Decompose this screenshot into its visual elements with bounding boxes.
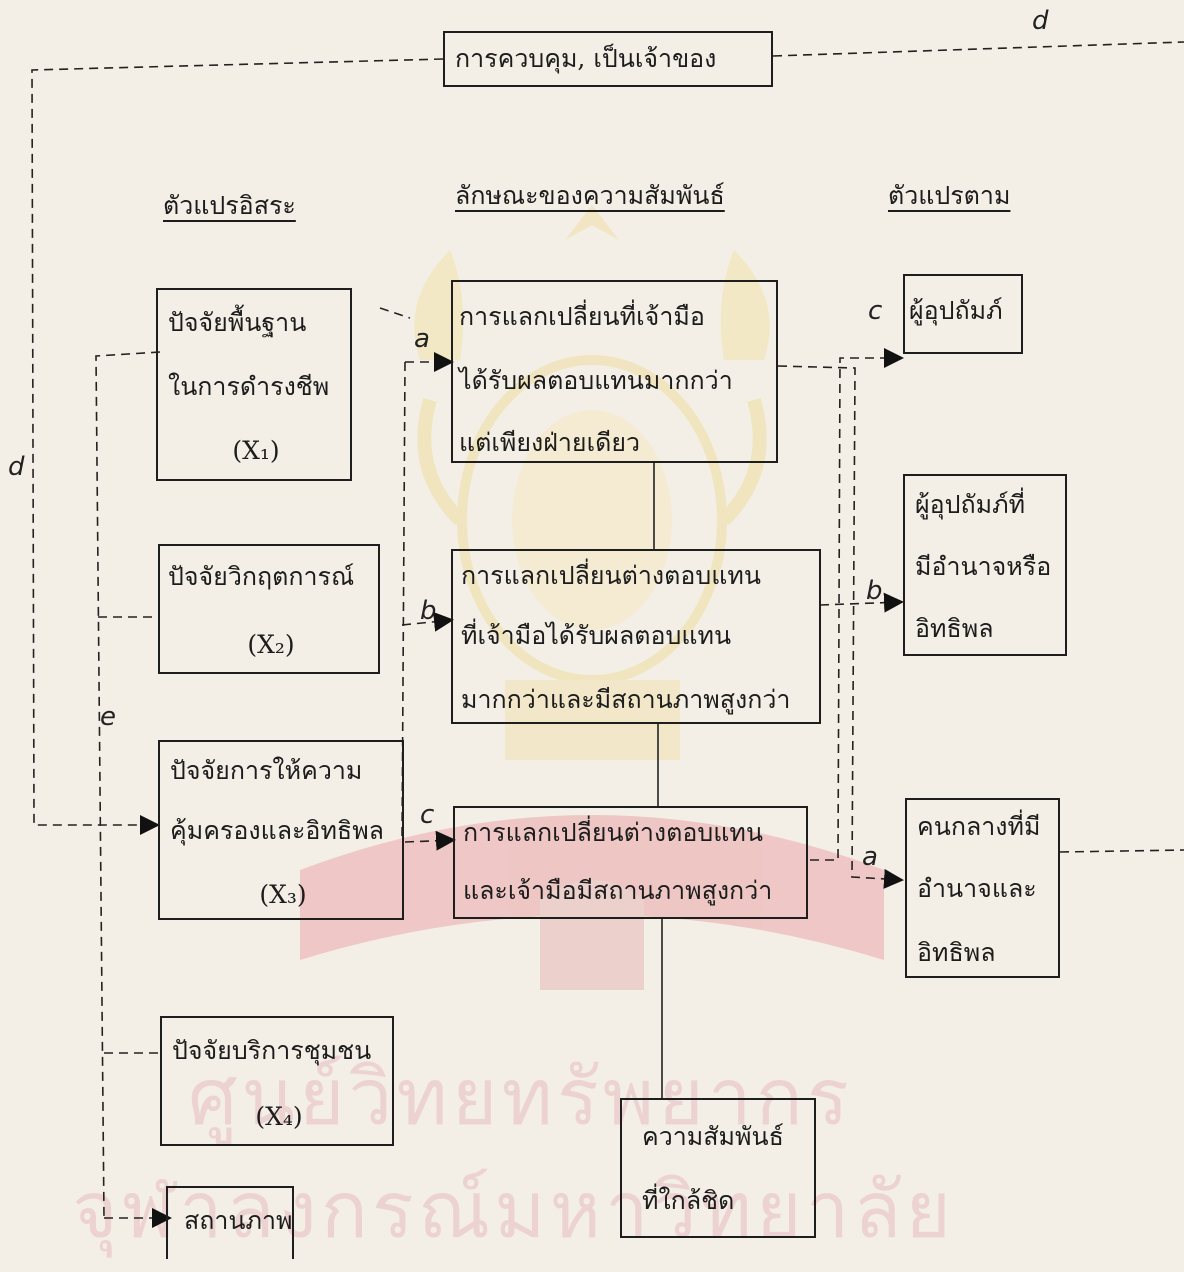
middleman-line-2: อำนาจและ (917, 874, 1037, 903)
relationship-one-sided-line-2: ได้รับผลตอบแทนมากกว่า (459, 366, 733, 395)
factor-protection-influence-box: ปัจจัยการให้ความ คุ้มครองและอิทธิพล (X₃) (158, 740, 404, 920)
path-label-a-out: a (862, 842, 878, 872)
path-label-c-in: c (420, 800, 435, 830)
path-label-b-in: b (420, 596, 437, 626)
path-label-b-out: b (866, 576, 883, 606)
factor-protection-line-1: ปัจจัยการให้ความ (170, 756, 363, 785)
relationship-status-line-2: และเจ้ามือมีสถานภาพสูงกว่า (463, 876, 773, 905)
relationship-reciprocal-line-3: มากกว่าและมีสถานภาพสูงกว่า (461, 685, 791, 714)
factor-basic-livelihood-line-1: ปัจจัยพื้นฐาน (168, 308, 307, 337)
factor-community-service-box: ปัจจัยบริการชุมชน (X₄) (160, 1016, 394, 1146)
relationship-status-line-1: การแลกเปลี่ยนต่างตอบแทน (463, 818, 763, 847)
powerful-patron-box: ผู้อุปถัมภ์ที่ มีอำนาจหรือ อิทธิพล (903, 474, 1067, 656)
close-relationship-box: ความสัมพันธ์ ที่ใกล้ชิด (620, 1098, 816, 1238)
control-ownership-label: การควบคุม, เป็นเจ้าของ (455, 44, 717, 73)
heading-dependent-variables: ตัวแปรตาม (888, 181, 1011, 210)
middleman-line-1: คนกลางที่มี (917, 812, 1041, 841)
factor-crisis-line-1: ปัจจัยวิกฤตการณ์ (168, 562, 355, 591)
path-label-c-out: c (868, 296, 883, 326)
factor-crisis-box: ปัจจัยวิกฤตการณ์ (X₂) (158, 544, 380, 674)
factor-basic-livelihood-code: (X₁) (232, 436, 280, 465)
relationship-one-sided-line-3: แต่เพียงฝ่ายเดียว (459, 428, 641, 457)
relationship-one-sided-box: การแลกเปลี่ยนที่เจ้ามือ ได้รับผลตอบแทนมา… (451, 280, 778, 463)
r3-out (810, 348, 904, 861)
middleman-box: คนกลางที่มี อำนาจและ อิทธิพล (905, 798, 1060, 978)
relationship-one-sided-line-1: การแลกเปลี่ยนที่เจ้ามือ (459, 302, 705, 331)
close-relationship-line-1: ความสัมพันธ์ (642, 1122, 784, 1151)
powerful-patron-line-3: อิทธิพล (915, 614, 994, 643)
factor-protection-code: (X₃) (259, 880, 307, 909)
powerful-patron-line-2: มีอำนาจหรือ (915, 552, 1052, 581)
inner-bus (401, 361, 406, 843)
inner-to-r2 (401, 611, 454, 632)
factor-basic-livelihood-box: ปัจจัยพื้นฐาน ในการดำรงชีพ (X₁) (156, 288, 352, 481)
heading-independent-variables: ตัวแปรอิสระ (163, 191, 296, 220)
relationship-reciprocal-higher-box: การแลกเปลี่ยนต่างตอบแทน ที่เจ้ามือได้รับ… (451, 549, 821, 724)
path-label-a-in: a (414, 324, 430, 354)
relationship-reciprocal-line-2: ที่เจ้ามือได้รับผลตอบแทน (461, 621, 732, 650)
r1-out (777, 365, 904, 889)
r2-out (819, 592, 904, 613)
heading-relationship-characteristics: ลักษณะของความสัมพันธ์ (455, 181, 725, 210)
close-relationship-line-2: ที่ใกล้ชิด (642, 1186, 735, 1215)
patron-box: ผู้อุปถัมภ์ (903, 274, 1023, 354)
relationship-reciprocal-status-box: การแลกเปลี่ยนต่างตอบแทน และเจ้ามือมีสถาน… (453, 806, 808, 919)
status-label: สถานภาพ (184, 1206, 293, 1235)
path-label-e: e (100, 702, 116, 732)
path-label-top-d: d (1032, 6, 1049, 36)
factor-crisis-code: (X₂) (247, 630, 295, 659)
control-loop-right (772, 41, 1184, 57)
factor-community-code: (X₄) (255, 1102, 303, 1131)
patron-label: ผู้อุปถัมภ์ (909, 296, 1003, 325)
bus-e (95, 351, 161, 1219)
control-loop-left (31, 58, 444, 835)
factor-protection-line-2: คุ้มครองและอิทธิพล (170, 816, 384, 845)
a-out-continue (1059, 849, 1184, 853)
factor-basic-livelihood-line-2: ในการดำรงชีพ (168, 372, 330, 401)
status-box: สถานภาพ (166, 1186, 294, 1259)
factor-community-line-1: ปัจจัยบริการชุมชน (172, 1036, 372, 1065)
watermark-line-2: จุฬาลงกรณ์มหาวิทยาลัย (72, 1166, 956, 1256)
powerful-patron-line-1: ผู้อุปถัมภ์ที่ (915, 490, 1026, 519)
x1-to-r1 (379, 307, 411, 319)
control-ownership-box: การควบคุม, เป็นเจ้าของ (443, 31, 773, 87)
relationship-reciprocal-line-1: การแลกเปลี่ยนต่างตอบแทน (461, 561, 761, 590)
path-label-left-d: d (8, 452, 25, 482)
middleman-line-3: อิทธิพล (917, 938, 996, 967)
x3-to-r3 (404, 830, 456, 851)
